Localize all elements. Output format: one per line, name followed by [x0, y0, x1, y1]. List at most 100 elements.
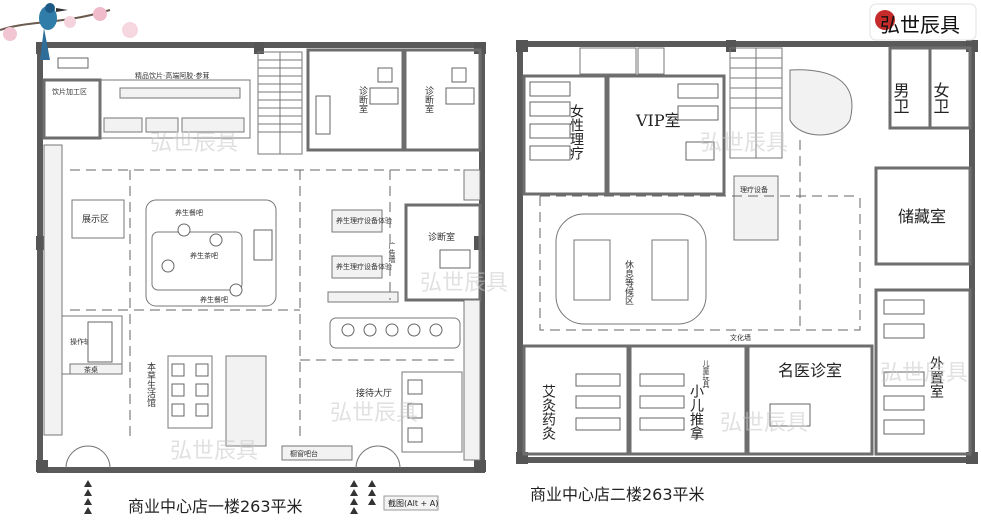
person — [209, 233, 223, 247]
chair — [171, 363, 185, 377]
chair — [451, 67, 467, 83]
shelf — [145, 117, 179, 133]
cafe-counter — [151, 231, 243, 291]
bed — [639, 417, 685, 431]
bird-blossom-decoration — [0, 3, 138, 60]
cabinet — [637, 47, 665, 75]
watermark: 弘世辰具 — [880, 361, 968, 386]
door — [65, 445, 89, 469]
desk — [369, 87, 399, 105]
pillar — [726, 40, 736, 52]
floor2-caption: 商业中心店二楼263平米 — [530, 485, 705, 504]
stool — [429, 323, 443, 337]
chair — [195, 383, 209, 397]
external-room-label: 外置室 — [928, 356, 944, 398]
bed — [529, 145, 571, 161]
watermark: 弘世辰具 — [700, 131, 788, 156]
counter — [57, 57, 89, 69]
floor2-plan: 女性理疗 VIP室 男卫 女卫 储藏室 理疗设备 — [516, 40, 978, 504]
shelf — [181, 117, 245, 133]
moxa-label: 艾灸药灸 — [540, 384, 556, 440]
person — [161, 259, 175, 273]
operation-label: 操作辅室 — [70, 337, 98, 346]
bed — [575, 417, 621, 431]
cafe-area — [145, 199, 277, 307]
screenshot-tooltip-text: 截图(Alt + A) — [388, 498, 438, 508]
rock-garden — [789, 69, 853, 136]
tea-table — [69, 363, 123, 375]
female-therapy-label: 女性理疗 — [568, 103, 584, 160]
storage-label: 储藏室 — [898, 207, 946, 226]
bed — [529, 81, 571, 97]
cafe-label-1: 养生餐吧 — [175, 208, 203, 217]
bed — [315, 95, 331, 135]
stool — [341, 323, 355, 337]
brand-logo: 弘世辰具 — [869, 3, 977, 41]
person — [177, 223, 191, 237]
bed — [883, 299, 925, 315]
left-shelf — [43, 144, 63, 436]
bed — [883, 371, 925, 387]
vip-label: VIP室 — [635, 111, 681, 130]
shelf — [103, 117, 143, 133]
pillar — [474, 460, 486, 472]
chair — [377, 67, 393, 83]
waiting-label: 休息等候区 — [623, 259, 634, 305]
retail-area — [99, 79, 251, 139]
chair — [171, 403, 185, 417]
bed — [639, 373, 685, 387]
watermark: 弘世辰具 — [720, 411, 808, 436]
bed — [677, 105, 719, 121]
ad-wall-label: 广告墙 — [388, 241, 396, 264]
cafe-label-2: 养生茶吧 — [190, 251, 218, 260]
culture-wall-label: 文化墙 — [730, 333, 751, 342]
tea-counter — [329, 317, 461, 349]
men-restroom-label: 男卫 — [891, 82, 910, 114]
retail-label: 精品饮片·高端阿胶·参茸 — [135, 71, 209, 80]
watermark: 弘世辰具 — [330, 401, 418, 426]
bed — [575, 395, 621, 409]
equip-exp-1-label: 养生理疗设备体验 — [336, 216, 392, 225]
door — [355, 445, 379, 469]
exhibit-label: 展示区 — [82, 214, 109, 225]
drinks-processing-label: 饮片加工区 — [52, 87, 87, 96]
window-bar — [281, 445, 353, 461]
equip-exp-2 — [331, 255, 383, 279]
stool — [385, 323, 399, 337]
tea-table-label: 茶桌 — [84, 365, 98, 374]
entrance-arrows — [84, 480, 376, 514]
herb-table — [167, 355, 213, 429]
table — [87, 321, 113, 363]
kid-massage-label: 小儿推拿 — [688, 384, 704, 440]
equip-exp-1 — [331, 209, 383, 233]
chair — [195, 363, 209, 377]
desk — [769, 403, 811, 427]
pillar — [36, 460, 48, 472]
brand-logo-text: 弘世辰具 — [880, 13, 960, 37]
diag-room-2-label: 诊断室 — [423, 85, 434, 113]
diag-room-3-label: 诊断室 — [428, 231, 455, 243]
diag-room-1 — [306, 48, 405, 152]
famous-doctor-room — [746, 344, 874, 456]
equipment-label: 理疗设备 — [740, 185, 768, 194]
door — [377, 445, 401, 469]
diag-room-1-label: 诊断室 — [357, 85, 368, 113]
chair — [407, 379, 423, 395]
window-bar-label: 橱窗吧台 — [290, 449, 318, 458]
kids-toys-label: 儿童玩具 — [702, 360, 710, 389]
waiting-area — [401, 371, 463, 453]
equipment-area — [733, 175, 779, 241]
pillar — [516, 40, 528, 52]
waiting-area — [555, 213, 707, 325]
screenshot-tooltip — [383, 495, 439, 511]
watermark: 弘世辰具 — [420, 271, 508, 296]
bed — [883, 395, 925, 411]
right-shelf — [463, 169, 481, 201]
cafe-label-3: 养生餐吧 — [200, 295, 228, 304]
chair — [407, 427, 423, 443]
pillar — [36, 236, 46, 250]
chair — [407, 403, 423, 419]
diag-room-2 — [403, 48, 482, 152]
moxa-room — [522, 344, 630, 456]
